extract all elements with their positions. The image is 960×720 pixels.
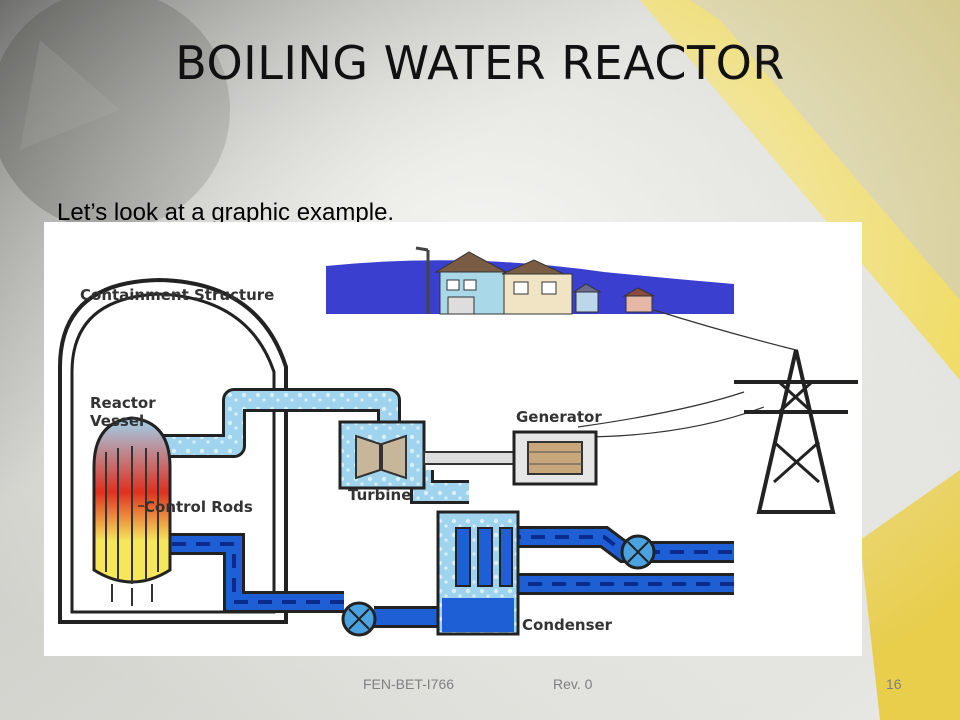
label-turbine: Turbine [348,486,411,504]
turbine [338,420,517,490]
house-large [434,251,573,315]
slide-title: BOILING WATER REACTOR [175,36,785,90]
reactor-vessel [92,416,172,606]
feedwater-pump [341,601,377,637]
footer-revision: Rev. 0 [553,676,593,692]
label-generator: Generator [516,408,602,426]
label-containment: Containment Structure [80,286,274,304]
cooling-water-pump [620,534,656,570]
label-condenser: Condenser [522,616,613,634]
condenser [436,510,520,636]
transmission-tower [577,309,858,514]
label-reactor-vessel-1: Reactor [90,394,156,412]
water-piping [124,526,734,628]
label-control-rods: Control Rods [144,498,253,516]
label-reactor-vessel-2: Vessel [90,412,144,430]
community-landscape [326,246,734,315]
generator [512,430,598,486]
bwr-diagram: Containment Structure Reactor Vessel Con… [44,222,862,656]
footer-doc-code: FEN-BET-I766 [363,676,455,692]
slide-subtitle: Let’s look at a graphic example. [57,199,395,226]
bwr-diagram-svg: Containment Structure Reactor Vessel Con… [58,246,858,637]
footer-page-number: 16 [886,676,902,692]
house-small [572,283,655,313]
